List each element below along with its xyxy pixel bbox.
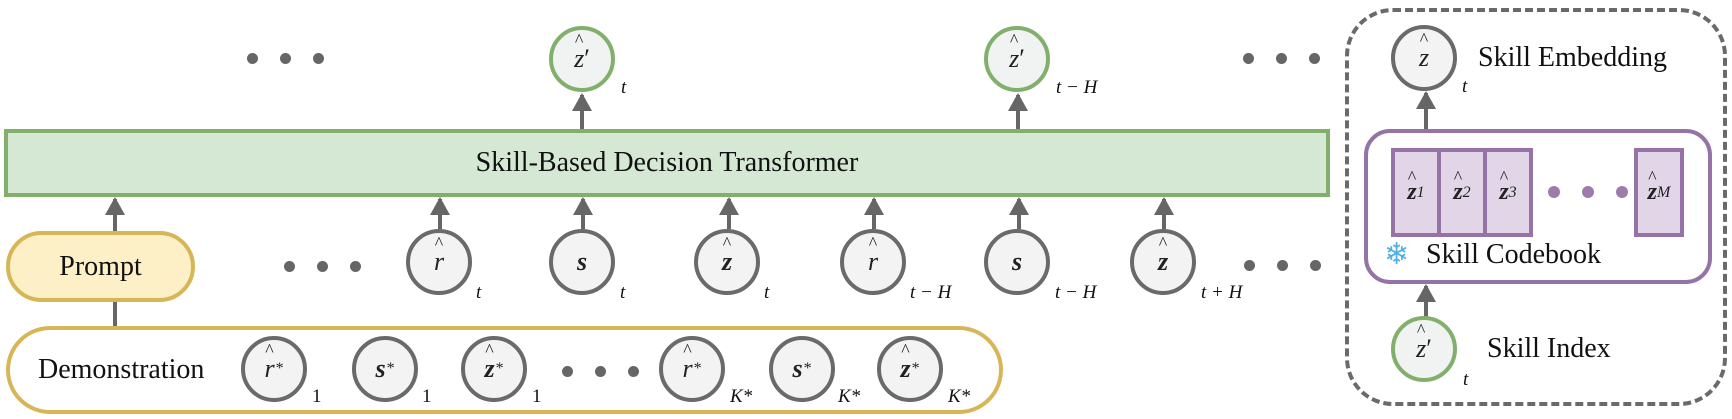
arrow-r-t-minus-h [864, 197, 884, 229]
output-node-z-prime-t-minus-h: ^z′ [984, 26, 1050, 92]
skill-embedding-label: Skill Embedding [1478, 42, 1667, 73]
skill-index-label: Skill Index [1487, 333, 1611, 364]
transformer-label: Skill-Based Decision Transformer [475, 147, 859, 178]
demo-subscript: K* [948, 386, 971, 407]
token-s-t-minus-h: s [984, 229, 1050, 295]
skill-based-decision-transformer: Skill-Based Decision Transformer [4, 129, 1330, 197]
demo-token-r-star-1: ^r* [241, 336, 307, 402]
arrow-prompt-to-transformer [105, 197, 125, 231]
arrow-z-t [719, 197, 739, 229]
ellipsis-sequence-left [284, 261, 361, 272]
token-subscript: t [476, 282, 482, 303]
demo-subscript: 1 [532, 386, 542, 407]
prompt-box: Prompt [6, 231, 195, 302]
ellipsis-sequence-right [1244, 260, 1321, 271]
arrow-z-t-plus-h [1154, 197, 1174, 229]
token-subscript: t − H [910, 282, 952, 303]
prompt-label: Prompt [59, 250, 142, 282]
skill-index-node: ^z′ [1391, 316, 1457, 382]
connector-demo-to-prompt [113, 302, 117, 326]
token-subscript: t [764, 282, 770, 303]
demo-subscript: K* [838, 386, 861, 407]
arrow-r-t [430, 197, 450, 229]
demo-token-r-star-k: ^r* [659, 336, 725, 402]
demo-token-s-star-k: s* [769, 336, 835, 402]
ellipsis-top-right [1243, 53, 1320, 64]
output-subscript-t-minus-h: t − H [1056, 77, 1098, 98]
demo-token-s-star-1: s* [352, 336, 418, 402]
arrow-output-2 [1008, 93, 1028, 129]
skill-codebook-label: Skill Codebook [1426, 239, 1602, 270]
token-s-t: s [549, 229, 615, 295]
output-subscript-t: t [621, 77, 627, 98]
token-r-hat-t-minus-h: ^r [840, 229, 906, 295]
snowflake-icon: ❄ [1384, 238, 1410, 271]
token-z-hat-t-plus-h: ^z [1130, 229, 1196, 295]
arrow-codebook-to-embedding [1416, 91, 1436, 129]
ellipsis-demonstration [562, 366, 639, 377]
token-subscript: t − H [1055, 282, 1097, 303]
demo-subscript: K* [730, 386, 753, 407]
arrow-output-1 [572, 93, 592, 129]
skill-embedding-subscript: t [1462, 76, 1468, 97]
arrow-index-to-codebook [1416, 284, 1436, 317]
demo-token-z-star-1: ^z* [461, 336, 527, 402]
skill-embedding-node: ^z [1391, 25, 1457, 91]
codebook-ellipsis [1548, 186, 1628, 198]
demonstration-label: Demonstration [38, 354, 205, 385]
skill-index-subscript: t [1463, 369, 1469, 390]
ellipsis-top-left [247, 53, 324, 64]
skill-panel [1345, 8, 1727, 406]
output-node-z-prime-t: ^z′ [549, 26, 615, 92]
arrow-s-t [573, 197, 593, 229]
demo-subscript: 1 [422, 386, 432, 407]
token-z-hat-t: ^z [694, 229, 760, 295]
arrow-s-t-minus-h [1009, 197, 1029, 229]
demo-subscript: 1 [312, 386, 322, 407]
token-subscript: t [620, 282, 626, 303]
token-r-hat-t: ^r [406, 229, 472, 295]
token-subscript: t + H [1201, 282, 1243, 303]
demo-token-z-star-k: ^z* [877, 336, 943, 402]
